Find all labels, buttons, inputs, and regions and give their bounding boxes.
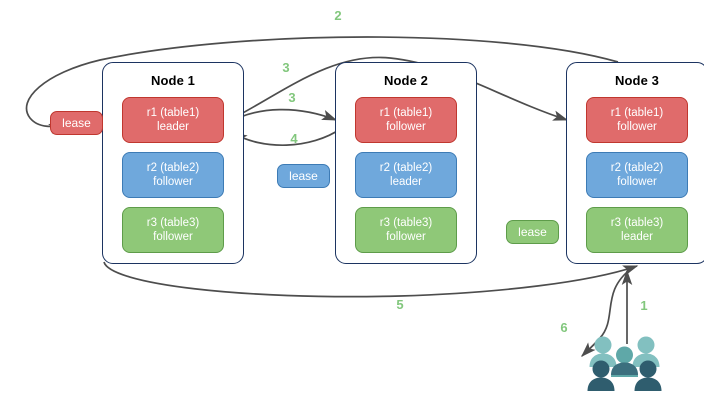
step-label-6: 6	[560, 320, 568, 335]
lease-chip-r2[interactable]: lease	[277, 164, 330, 188]
node2-replica-r1-role: follower	[386, 121, 426, 133]
node3-replica-r2[interactable]: r2 (table2) follower	[586, 152, 688, 198]
node2-replica-r3-name: r3 (table3)	[379, 217, 433, 229]
step-label-2: 2	[334, 8, 342, 23]
node3-replica-r3-name: r3 (table3)	[610, 217, 664, 229]
users-group-icon	[586, 334, 668, 396]
node3-replica-r1-name: r1 (table1)	[610, 107, 664, 119]
node2-replica-r1[interactable]: r1 (table1) follower	[355, 97, 457, 143]
node-card-node1[interactable]: Node 1 r1 (table1) leader r2 (table2) fo…	[102, 62, 244, 264]
node2-replica-r3-role: follower	[386, 231, 426, 243]
node2-replica-r2-role: leader	[390, 176, 422, 188]
node3-replica-r1-role: follower	[617, 121, 657, 133]
node3-replica-r2-name: r2 (table2)	[610, 162, 664, 174]
lease-chip-r1[interactable]: lease	[50, 111, 103, 135]
node1-replica-r2[interactable]: r2 (table2) follower	[122, 152, 224, 198]
node1-replica-r1-role: leader	[157, 121, 189, 133]
node3-title: Node 3	[615, 73, 659, 88]
step-label-5: 5	[396, 297, 404, 312]
node2-replica-r1-name: r1 (table1)	[379, 107, 433, 119]
lease-chip-r1-label: lease	[62, 116, 91, 130]
node3-replica-r3[interactable]: r3 (table3) leader	[586, 207, 688, 253]
node3-replica-r3-role: leader	[621, 231, 653, 243]
node2-title: Node 2	[384, 73, 428, 88]
lease-chip-r2-label: lease	[289, 169, 318, 183]
node3-replica-r2-role: follower	[617, 176, 657, 188]
node2-replica-r3[interactable]: r3 (table3) follower	[355, 207, 457, 253]
node2-replica-r2[interactable]: r2 (table2) leader	[355, 152, 457, 198]
step-label-3a: 3	[282, 60, 290, 75]
node2-replica-r2-name: r2 (table2)	[379, 162, 433, 174]
node1-replica-r3[interactable]: r3 (table3) follower	[122, 207, 224, 253]
lease-chip-r3[interactable]: lease	[506, 220, 559, 244]
step-label-4: 4	[290, 131, 298, 146]
node-card-node3[interactable]: Node 3 r1 (table1) follower r2 (table2) …	[566, 62, 704, 264]
edge-step-5	[103, 261, 639, 298]
node-card-node2[interactable]: Node 2 r1 (table1) follower r2 (table2) …	[335, 62, 477, 264]
step-label-3b: 3	[288, 90, 296, 105]
node1-replica-r3-role: follower	[153, 231, 193, 243]
node1-title: Node 1	[151, 73, 195, 88]
node1-replica-r1[interactable]: r1 (table1) leader	[122, 97, 224, 143]
node3-replica-r1[interactable]: r1 (table1) follower	[586, 97, 688, 143]
step-label-1: 1	[640, 298, 648, 313]
lease-chip-r3-label: lease	[518, 225, 547, 239]
node1-replica-r2-name: r2 (table2)	[146, 162, 200, 174]
node1-replica-r1-name: r1 (table1)	[146, 107, 200, 119]
node1-replica-r2-role: follower	[153, 176, 193, 188]
node1-replica-r3-name: r3 (table3)	[146, 217, 200, 229]
